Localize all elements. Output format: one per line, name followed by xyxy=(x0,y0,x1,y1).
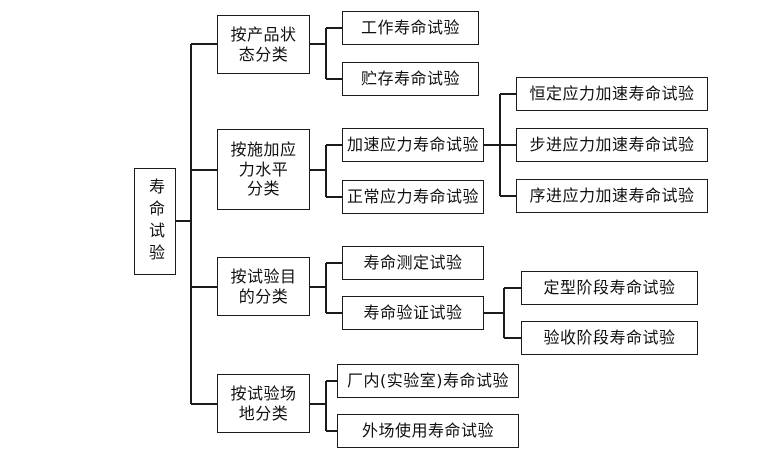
node-accelerated-stress-life-test[interactable]: 加速应力寿命试验 xyxy=(342,128,484,162)
node-category-product-state-label: 按产品状 态分类 xyxy=(230,24,297,64)
node-working-life-test-label: 工作寿命试验 xyxy=(360,18,460,38)
node-step-stress-accelerated-life-test-label: 步进应力加速寿命试验 xyxy=(529,135,695,155)
node-category-test-purpose-label: 按试验目 的分类 xyxy=(230,266,297,306)
node-life-verification-test-label: 寿命验证试验 xyxy=(363,303,463,323)
node-constant-stress-accelerated-life-test-label: 恒定应力加速寿命试验 xyxy=(529,84,695,104)
node-acceptance-stage-life-test[interactable]: 验收阶段寿命试验 xyxy=(521,321,698,355)
node-finalization-stage-life-test[interactable]: 定型阶段寿命试验 xyxy=(521,271,698,305)
node-finalization-stage-life-test-label: 定型阶段寿命试验 xyxy=(543,278,676,298)
node-root[interactable]: 寿命试验 xyxy=(134,168,176,275)
node-in-plant-laboratory-life-test-label: 厂内(实验室)寿命试验 xyxy=(347,371,509,391)
node-accelerated-stress-life-test-label: 加速应力寿命试验 xyxy=(346,135,479,155)
node-progressive-stress-accelerated-life-test-label: 序进应力加速寿命试验 xyxy=(529,186,695,206)
node-constant-stress-accelerated-life-test[interactable]: 恒定应力加速寿命试验 xyxy=(516,77,708,111)
node-storage-life-test-label: 贮存寿命试验 xyxy=(360,69,460,89)
node-normal-stress-life-test[interactable]: 正常应力寿命试验 xyxy=(342,180,484,214)
node-category-test-purpose[interactable]: 按试验目 的分类 xyxy=(217,257,310,316)
node-step-stress-accelerated-life-test[interactable]: 步进应力加速寿命试验 xyxy=(516,128,708,162)
node-category-product-state[interactable]: 按产品状 态分类 xyxy=(217,15,310,74)
node-acceptance-stage-life-test-label: 验收阶段寿命试验 xyxy=(543,328,676,348)
node-field-use-life-test-label: 外场使用寿命试验 xyxy=(361,421,494,441)
node-category-test-site-label: 按试验场 地分类 xyxy=(230,383,297,423)
node-root-label: 寿命试验 xyxy=(146,177,165,266)
node-life-measurement-test[interactable]: 寿命测定试验 xyxy=(342,246,484,280)
node-working-life-test[interactable]: 工作寿命试验 xyxy=(342,11,479,45)
node-normal-stress-life-test-label: 正常应力寿命试验 xyxy=(346,187,479,207)
node-life-measurement-test-label: 寿命测定试验 xyxy=(363,253,463,273)
node-category-test-site[interactable]: 按试验场 地分类 xyxy=(217,374,310,433)
node-in-plant-laboratory-life-test[interactable]: 厂内(实验室)寿命试验 xyxy=(337,364,519,398)
node-progressive-stress-accelerated-life-test[interactable]: 序进应力加速寿命试验 xyxy=(516,179,708,213)
node-life-verification-test[interactable]: 寿命验证试验 xyxy=(342,296,484,330)
node-storage-life-test[interactable]: 贮存寿命试验 xyxy=(342,62,479,96)
node-category-stress-level-label: 按施加应 力水平 分类 xyxy=(230,140,297,199)
node-field-use-life-test[interactable]: 外场使用寿命试验 xyxy=(337,414,519,448)
node-category-stress-level[interactable]: 按施加应 力水平 分类 xyxy=(217,129,310,210)
